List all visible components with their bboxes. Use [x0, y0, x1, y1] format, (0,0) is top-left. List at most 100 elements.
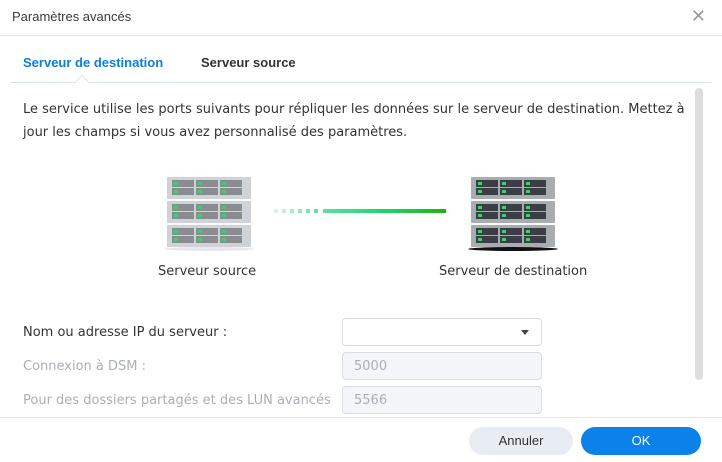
- led-icon: [502, 190, 506, 193]
- dsm-connection-label: Connexion à DSM :: [23, 359, 146, 374]
- lun-port-label: Pour des dossiers partagés et des LUN av…: [23, 393, 331, 408]
- drive-bay: [476, 180, 498, 187]
- drive-bay: [196, 188, 218, 195]
- led-icon: [174, 230, 178, 233]
- drive-bay: [220, 212, 242, 219]
- drive-bay: [524, 212, 546, 219]
- led-icon: [526, 230, 530, 233]
- destination-server-label: Serveur de destination: [439, 264, 588, 279]
- drive-bay: [476, 228, 498, 235]
- led-icon: [478, 190, 482, 193]
- led-icon: [502, 214, 506, 217]
- drive-bay: [500, 236, 522, 243]
- led-icon: [222, 214, 226, 217]
- drive-bay: [172, 228, 194, 235]
- drive-bay: [196, 204, 218, 211]
- drive-bay: [172, 204, 194, 211]
- drive-bay: [476, 212, 498, 219]
- drive-bay: [172, 212, 194, 219]
- server-shadow: [164, 247, 254, 251]
- led-icon: [502, 238, 506, 241]
- drive-bay: [500, 204, 522, 211]
- led-icon: [478, 230, 482, 233]
- led-icon: [526, 190, 530, 193]
- led-icon: [478, 238, 482, 241]
- led-icon: [222, 230, 226, 233]
- drive-bay: [476, 236, 498, 243]
- server-unit: [167, 225, 251, 247]
- dialog-title: Paramètres avancés: [12, 9, 132, 24]
- drive-bay: [196, 228, 218, 235]
- server-unit: [167, 177, 251, 199]
- tab-bar: Serveur de destination Serveur source: [11, 55, 711, 90]
- led-icon: [198, 238, 202, 241]
- led-icon: [174, 206, 178, 209]
- source-server-icon: [164, 177, 254, 251]
- server-address-label: Nom ou adresse IP du serveur :: [23, 325, 228, 340]
- server-unit: [167, 201, 251, 223]
- drive-bay: [172, 236, 194, 243]
- drive-bay: [524, 228, 546, 235]
- server-unit: [471, 177, 555, 199]
- led-icon: [222, 238, 226, 241]
- tab-destination-server[interactable]: Serveur de destination: [23, 55, 164, 70]
- dsm-port-input[interactable]: 5000: [342, 352, 542, 380]
- lun-port-input[interactable]: 5566: [342, 386, 542, 414]
- drive-bay: [220, 204, 242, 211]
- active-tab-caret: [74, 74, 90, 90]
- led-icon: [478, 206, 482, 209]
- led-icon: [174, 238, 178, 241]
- source-server-label: Serveur source: [158, 264, 257, 279]
- chevron-down-icon[interactable]: [521, 330, 529, 335]
- drive-bay: [196, 212, 218, 219]
- led-icon: [526, 214, 530, 217]
- led-icon: [198, 230, 202, 233]
- server-unit: [471, 201, 555, 223]
- description-text: Le service utilise les ports suivants po…: [23, 102, 685, 140]
- drive-bay: [500, 212, 522, 219]
- led-icon: [502, 182, 506, 185]
- drive-bay: [476, 188, 498, 195]
- led-icon: [222, 190, 226, 193]
- led-icon: [174, 190, 178, 193]
- server-unit: [471, 225, 555, 247]
- server-shadow: [468, 247, 558, 251]
- led-icon: [222, 206, 226, 209]
- drive-bay: [220, 180, 242, 187]
- led-icon: [198, 190, 202, 193]
- destination-server-icon: [468, 177, 558, 251]
- led-icon: [174, 214, 178, 217]
- led-icon: [502, 230, 506, 233]
- led-icon: [526, 206, 530, 209]
- led-icon: [526, 238, 530, 241]
- drive-bay: [524, 236, 546, 243]
- led-icon: [198, 182, 202, 185]
- led-icon: [502, 206, 506, 209]
- drive-bay: [220, 188, 242, 195]
- drive-bay: [500, 188, 522, 195]
- drive-bay: [172, 180, 194, 187]
- close-icon[interactable]: ✕: [690, 6, 706, 27]
- drive-bay: [476, 204, 498, 211]
- led-icon: [174, 182, 178, 185]
- tab-source-server[interactable]: Serveur source: [201, 55, 296, 70]
- led-icon: [478, 214, 482, 217]
- cancel-button[interactable]: Annuler: [469, 427, 573, 455]
- ok-button[interactable]: OK: [581, 427, 701, 455]
- led-icon: [526, 182, 530, 185]
- connection-line: [323, 209, 446, 213]
- drive-bay: [196, 180, 218, 187]
- led-icon: [198, 206, 202, 209]
- drive-bay: [172, 188, 194, 195]
- server-address-dropdown[interactable]: [342, 318, 542, 346]
- scrollbar[interactable]: [695, 88, 703, 380]
- drive-bay: [524, 188, 546, 195]
- drive-bay: [524, 204, 546, 211]
- drive-bay: [196, 236, 218, 243]
- drive-bay: [500, 180, 522, 187]
- led-icon: [478, 182, 482, 185]
- drive-bay: [500, 228, 522, 235]
- title-bar: Paramètres avancés ✕: [0, 0, 722, 36]
- led-icon: [222, 182, 226, 185]
- drive-bay: [524, 180, 546, 187]
